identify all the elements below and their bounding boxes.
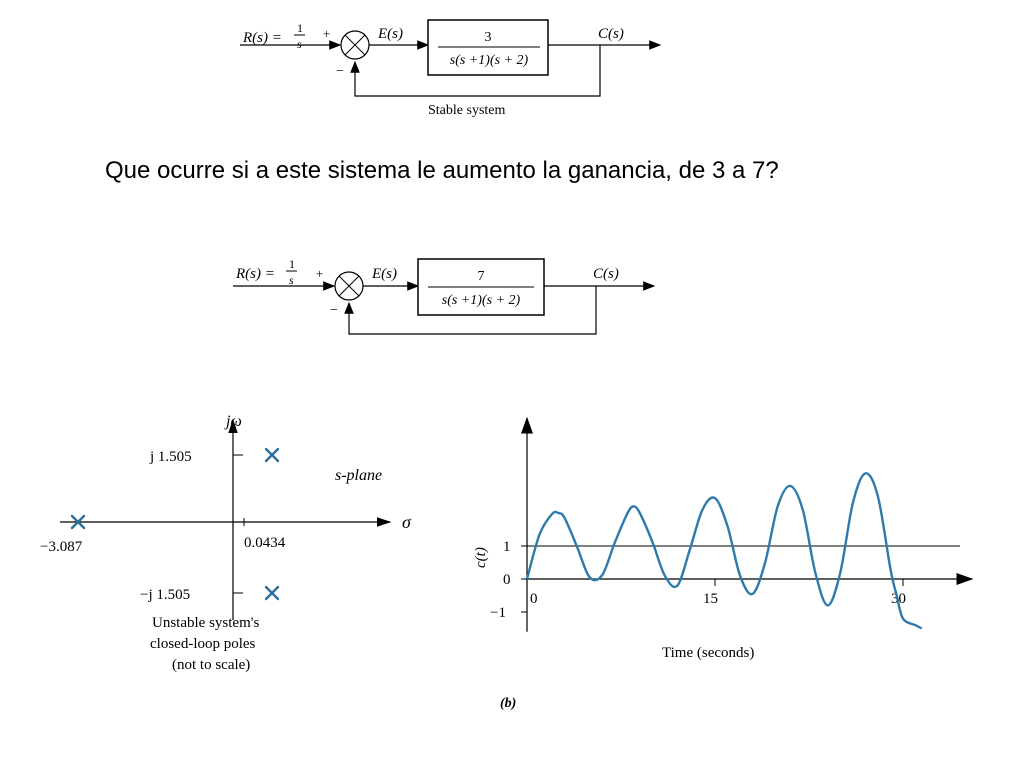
chart-series-line xyxy=(525,472,923,630)
input-denominator: s xyxy=(289,273,294,287)
chart-x-tick-label: 15 xyxy=(703,591,718,607)
real-axis-label: σ xyxy=(402,512,412,532)
output-label: C(s) xyxy=(598,26,624,42)
stable-block-diagram: R(s) = 1 s + − E(s) 3 s(s +1)(s + 2) C(s… xyxy=(240,19,662,118)
question-text: Que ocurre si a este sistema le aumento … xyxy=(105,157,779,184)
unstable-block-diagram: R(s) = 1 s + − E(s) 7 s(s +1)(s + 2) C(s… xyxy=(233,257,656,335)
minus-sign: − xyxy=(336,64,344,79)
real-pole-label: −3.087 xyxy=(40,539,83,555)
plus-sign: + xyxy=(323,26,330,41)
s-plane-label: s-plane xyxy=(335,467,382,484)
input-numerator: 1 xyxy=(289,257,295,271)
input-denominator: s xyxy=(297,37,302,51)
stable-caption: Stable system xyxy=(428,103,505,118)
plant-gain: 7 xyxy=(478,269,485,284)
chart-x-label: Time (seconds) xyxy=(662,645,754,661)
real-part-label: 0.0434 xyxy=(244,535,286,551)
splane-caption-line1: Unstable system's xyxy=(152,615,259,631)
minus-sign: − xyxy=(330,303,338,318)
input-label: R(s) = xyxy=(235,266,275,282)
plant-gain: 3 xyxy=(485,30,492,45)
chart-y-tick-label: 0 xyxy=(503,572,511,588)
chart-y-tick-label: 1 xyxy=(503,539,511,555)
feedback-path xyxy=(344,286,597,335)
feedback-path xyxy=(350,45,601,97)
lower-pole-label: −j 1.505 xyxy=(140,587,190,603)
chart-x-tick-label: 0 xyxy=(530,591,538,607)
splane-caption-line3: (not to scale) xyxy=(172,657,250,673)
chart-panel-label: (b) xyxy=(500,696,516,711)
pole-lower-marker xyxy=(264,585,280,601)
error-label: E(s) xyxy=(371,266,397,282)
output-label: C(s) xyxy=(593,266,619,282)
plant-denominator: s(s +1)(s + 2) xyxy=(442,293,521,308)
splane-caption-line2: closed-loop poles xyxy=(150,636,256,652)
pole-real-marker xyxy=(70,514,86,530)
pole-upper-marker xyxy=(264,447,280,463)
imaginary-axis-label: jω xyxy=(224,413,242,430)
input-numerator: 1 xyxy=(297,21,303,35)
plant-denominator: s(s +1)(s + 2) xyxy=(450,53,529,68)
plus-sign: + xyxy=(316,266,323,281)
chart-y-tick-label: −1 xyxy=(490,605,506,621)
upper-pole-label: j 1.505 xyxy=(149,449,192,465)
chart-y-label: c(t) xyxy=(473,547,489,568)
input-label: R(s) = xyxy=(242,30,282,46)
error-label: E(s) xyxy=(377,26,403,42)
